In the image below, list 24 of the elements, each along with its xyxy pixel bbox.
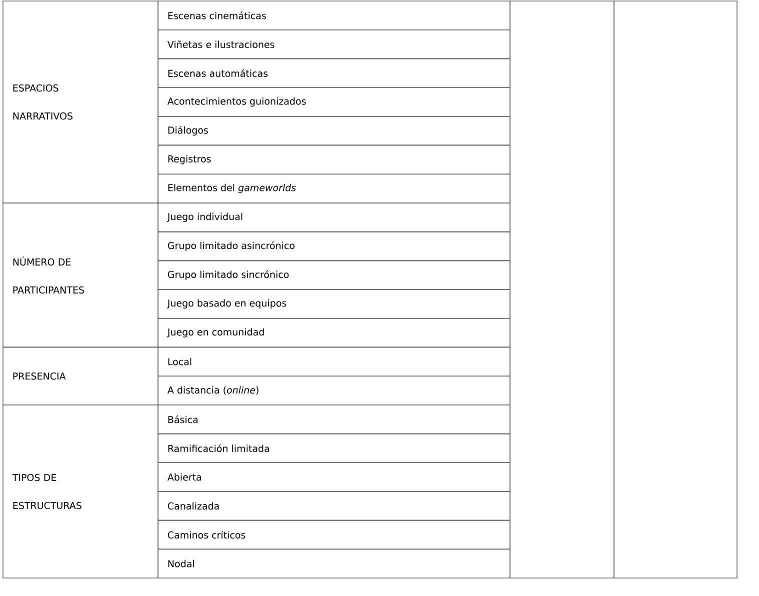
table-cell: Escenas automáticas	[158, 58, 510, 88]
table-cell: Nodal	[158, 548, 510, 578]
table-cell: Grupo limitado asincrónico	[158, 231, 510, 262]
table-cell: Canalizada	[158, 491, 510, 521]
table-cell: Juego basado en equipos	[158, 289, 510, 319]
table-cell: Básica	[158, 404, 510, 434]
table-cell: Viñetas e ilustraciones	[158, 30, 510, 60]
table-cell: Escenas cinemáticas	[158, 0, 510, 30]
table-cell: Juego individual	[158, 202, 510, 232]
table-cell: Elementos del gameworlds	[158, 174, 510, 204]
table-cell: Caminos críticos	[158, 520, 510, 550]
table-cell: Juego en comunidad	[158, 318, 510, 348]
table-cell: Grupo limitado sincrónico	[158, 260, 510, 290]
category-cell: PRESENCIA	[2, 346, 158, 406]
category-cell: ESPACIOS NARRATIVOS	[2, 0, 158, 204]
category-cell: NÚMERO DE PARTICIPANTES	[2, 202, 158, 348]
table-cell: Acontecimientos guionizados	[158, 87, 510, 117]
table-cell: Abierta	[158, 462, 510, 492]
table-cell: Registros	[158, 144, 510, 174]
table-cell: Diálogos	[158, 116, 510, 146]
table-cell: A distancia (online)	[158, 376, 510, 406]
category-cell: TIPOS DE ESTRUCTURAS	[2, 404, 158, 578]
table-cell: Local	[158, 346, 510, 376]
table-cell: Ramificación limitada	[158, 433, 510, 463]
